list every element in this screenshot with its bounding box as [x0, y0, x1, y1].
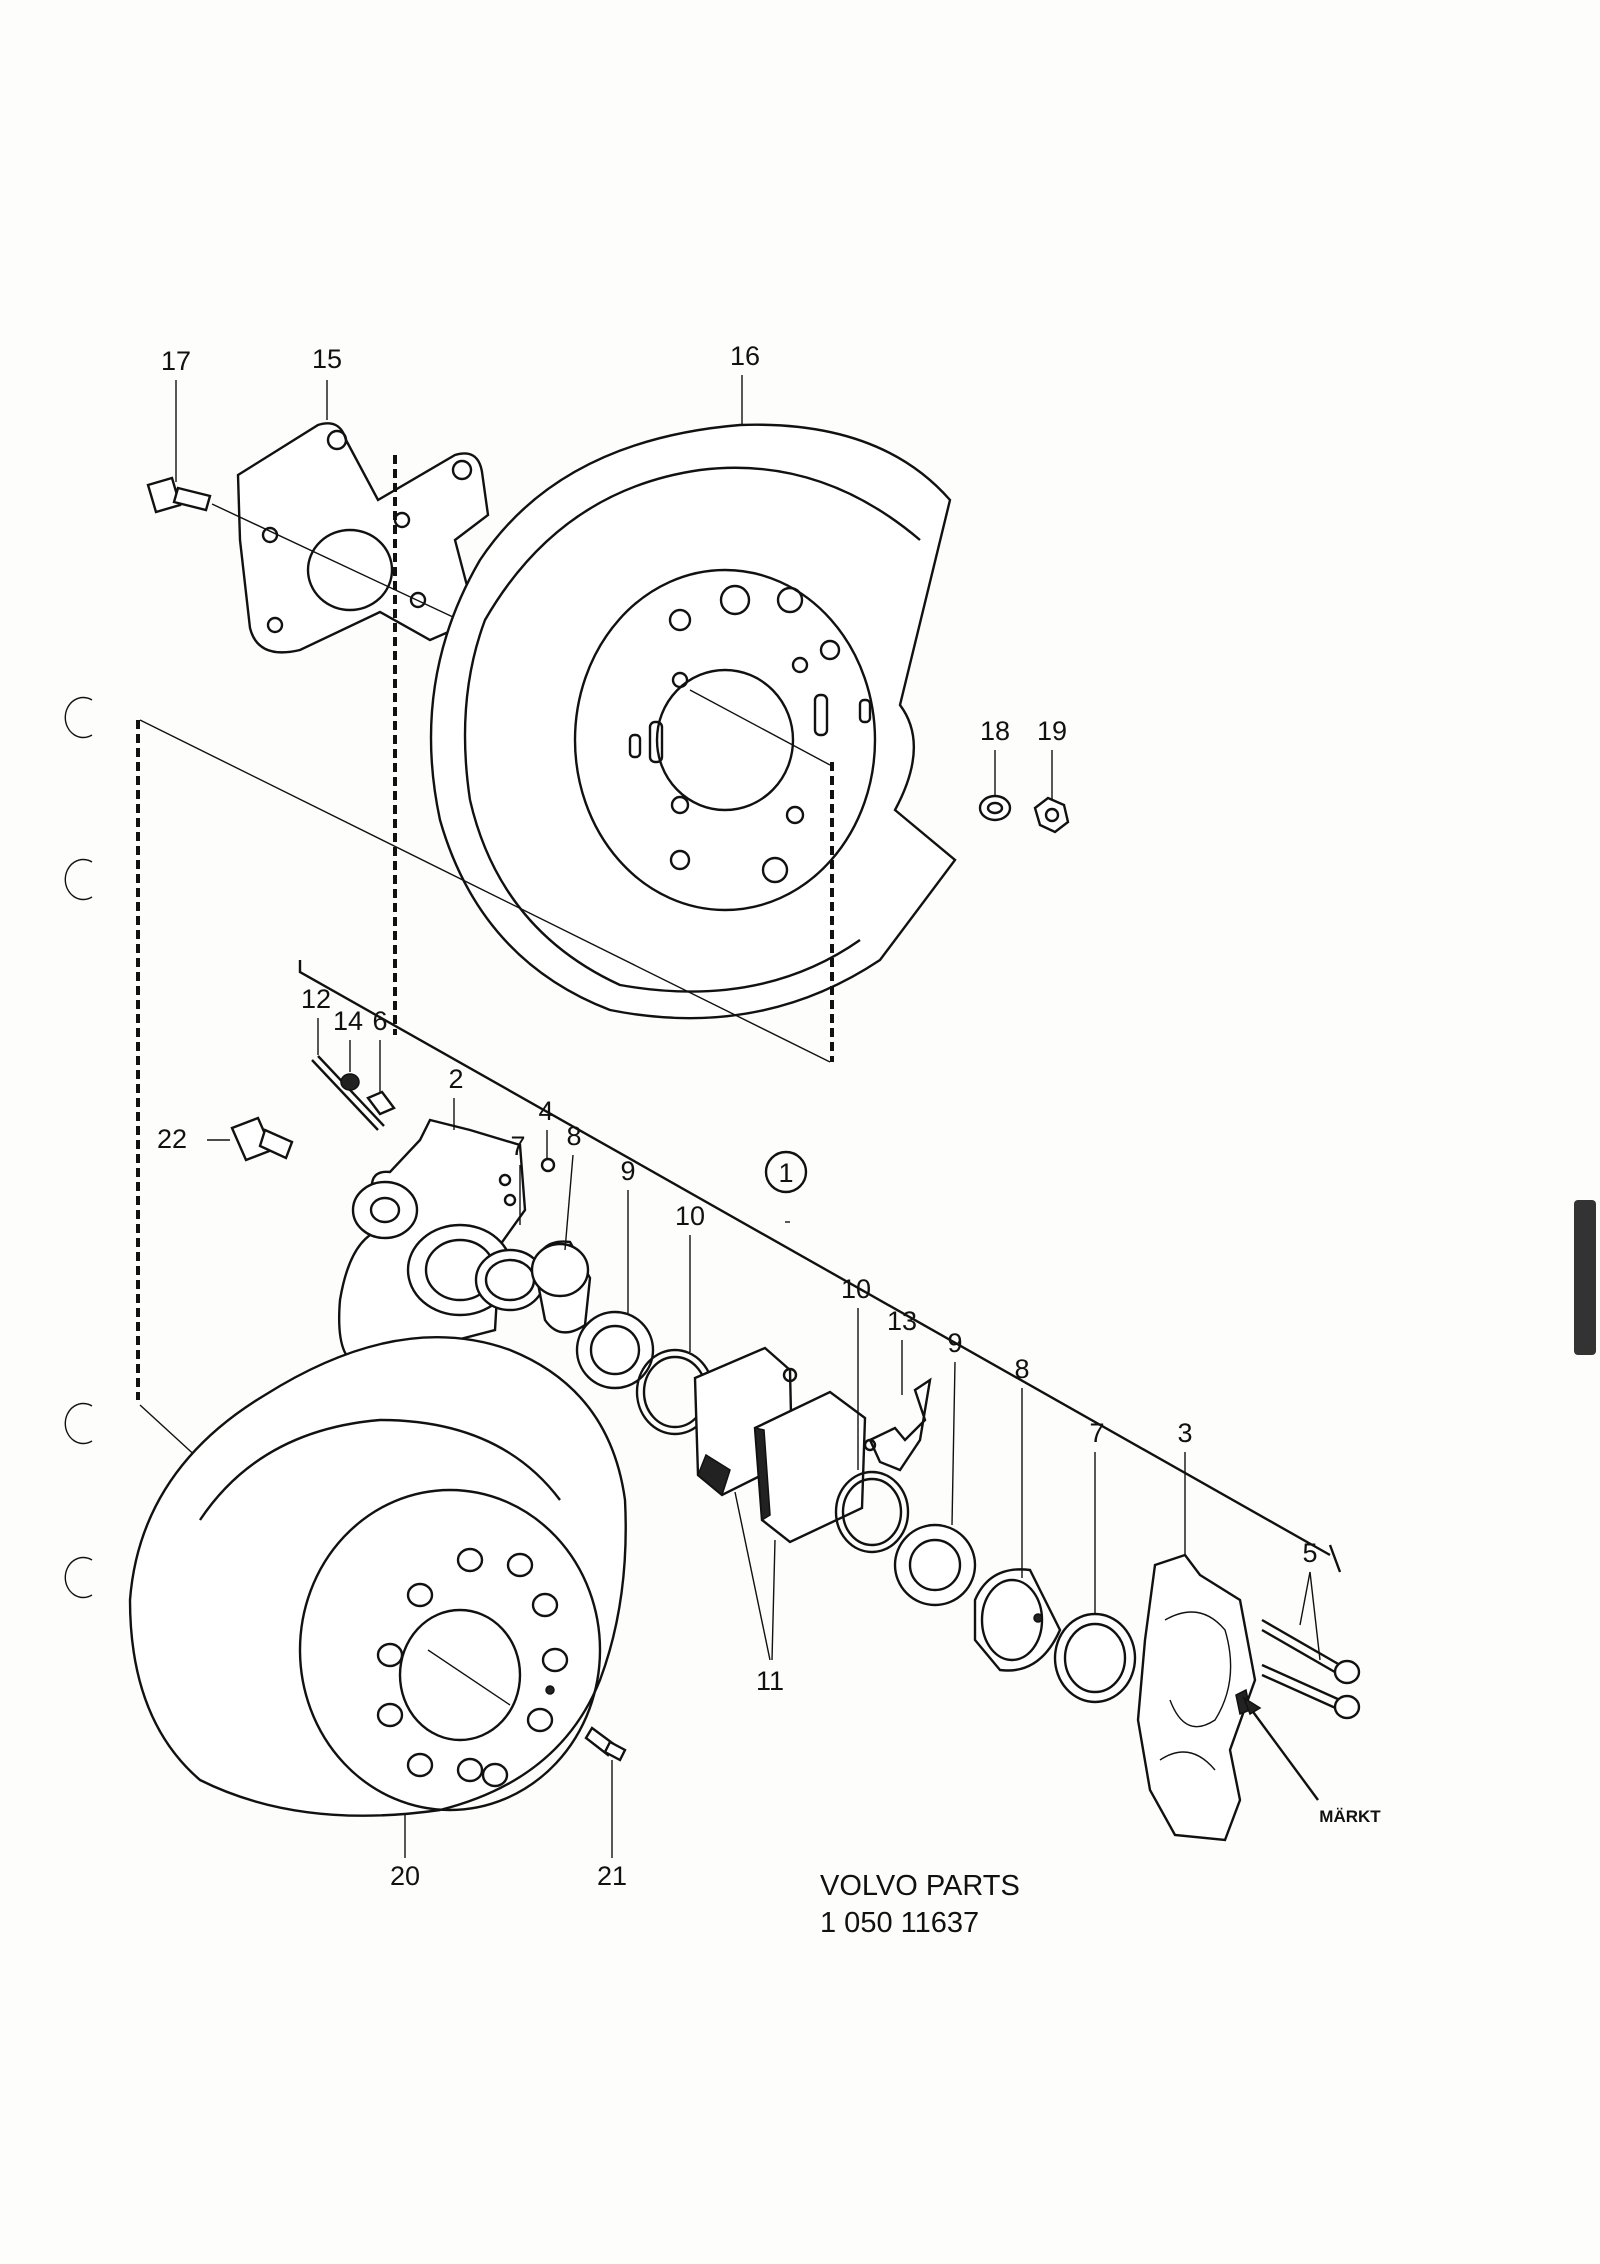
- marking-arrow: [1242, 1696, 1319, 1801]
- dust-boot-part-9-right: [893, 1523, 977, 1607]
- washer-part-18: [978, 794, 1012, 822]
- callout-20: 20: [390, 1861, 420, 1891]
- bleed-screw-part-12: [311, 1055, 385, 1131]
- callout-8-left: 8: [566, 1121, 581, 1151]
- dust-boot-part-9-left: [575, 1310, 655, 1390]
- caption-line-1: VOLVO PARTS: [820, 1870, 1020, 1902]
- callout-18: 18: [980, 716, 1010, 746]
- plug-part-4: [540, 1157, 556, 1173]
- kit-callout-circle: [764, 1150, 808, 1194]
- marker-label: MÄRKT: [1319, 1807, 1381, 1826]
- piston-part-8-left: [530, 1240, 592, 1334]
- callout-14: 14: [333, 1006, 363, 1036]
- callout-9-right: 9: [947, 1328, 962, 1358]
- caption-line-2: 1 050 11637: [820, 1907, 979, 1939]
- callout-13: 13: [887, 1306, 917, 1336]
- callout-11: 11: [756, 1666, 784, 1696]
- piston-part-8-right: [973, 1568, 1062, 1672]
- callout-21: 21: [597, 1861, 627, 1891]
- leader-11a: [734, 1491, 771, 1661]
- anti-squeal-spring-part-13: [863, 1377, 932, 1472]
- callout-labels: 17 15 16 18 19 12 14 6 2 22 7 4 8 9 10 1…: [157, 341, 1381, 1891]
- caliper-housing-part-2: [338, 1118, 527, 1367]
- callout-1: 1: [778, 1158, 793, 1188]
- callout-15: 15: [312, 344, 342, 374]
- edge-tab-marker: [1574, 1200, 1596, 1355]
- assembly-guide-lines: [136, 455, 834, 1461]
- callout-2: 2: [448, 1064, 463, 1094]
- callout-7-left: 7: [510, 1131, 525, 1161]
- seal-ring-part-7-right: [1053, 1612, 1137, 1704]
- callout-22: 22: [157, 1124, 187, 1154]
- callout-19: 19: [1037, 716, 1067, 746]
- callout-6: 6: [372, 1006, 387, 1036]
- screw-part-21: [584, 1726, 627, 1762]
- callout-3: 3: [1177, 1418, 1192, 1448]
- callout-9-left: 9: [620, 1156, 635, 1186]
- binder-holes: [64, 696, 93, 1599]
- callout-7-right: 7: [1089, 1418, 1104, 1448]
- splash-shield-part-16: [429, 423, 957, 1020]
- bolt-part-22: [230, 1116, 294, 1162]
- callout-5: 5: [1302, 1538, 1317, 1568]
- brake-disc-part-20: [128, 1336, 627, 1817]
- dust-cap-part-14: [340, 1073, 360, 1091]
- caliper-housing-part-3: [1136, 1553, 1257, 1842]
- callout-12: 12: [301, 984, 331, 1014]
- nipple-part-6: [366, 1090, 396, 1116]
- callout-4: 4: [538, 1096, 553, 1126]
- callout-10-right: 10: [841, 1274, 871, 1304]
- caption: VOLVO PARTS 1 050 11637: [820, 1870, 1020, 1939]
- callout-10-left: 10: [675, 1201, 705, 1231]
- bolt-part-17: [146, 476, 471, 626]
- callout-17: 17: [161, 346, 191, 376]
- callout-8-right: 8: [1014, 1354, 1029, 1384]
- nut-part-19: [1033, 796, 1070, 834]
- leader-11b: [771, 1539, 776, 1661]
- leader-lines: [175, 375, 1321, 1858]
- callout-16: 16: [730, 341, 760, 371]
- kit-boundary-line: [298, 960, 1342, 1573]
- caliper-bracket-part-15: [236, 422, 490, 654]
- bolts-part-5: [1261, 1618, 1361, 1720]
- retaining-ring-part-10-right: [834, 1470, 910, 1554]
